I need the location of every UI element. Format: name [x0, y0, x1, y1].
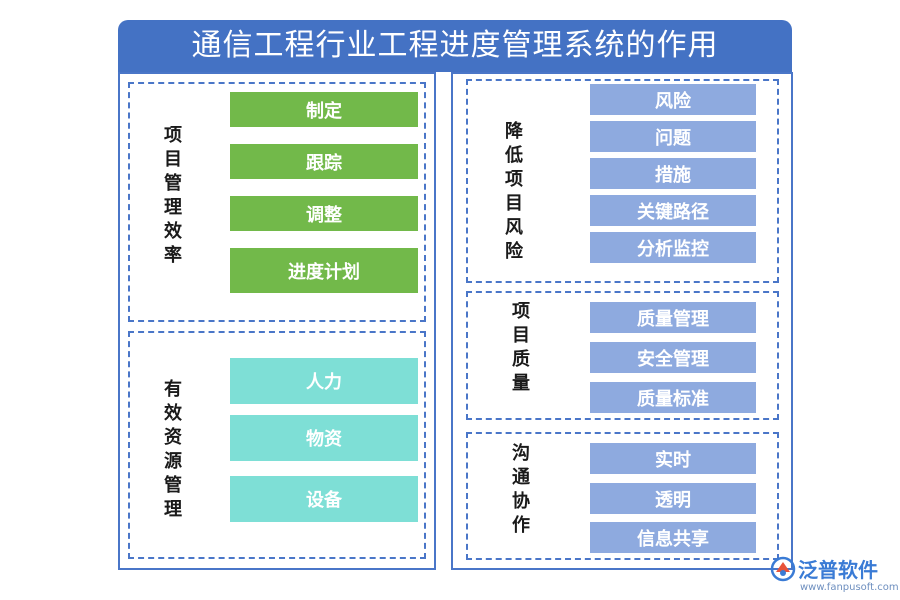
resource-item-equipment: 设备: [230, 476, 418, 522]
risk-label: 降 低 项 目 风 险: [501, 120, 527, 264]
efficiency-item-formulate: 制定: [230, 92, 418, 127]
quality-label: 项 目 质 量: [508, 300, 534, 396]
brand-url: www.fanpusoft.com: [800, 582, 899, 593]
collaboration-label-char: 协: [512, 491, 530, 512]
collaboration-section: [466, 432, 779, 560]
efficiency-label-char: 项: [164, 125, 182, 146]
brand-name: 泛普软件: [798, 558, 878, 582]
efficiency-label-char: 率: [164, 245, 182, 266]
resource-item-materials: 物资: [230, 415, 418, 461]
page-title: 通信工程行业工程进度管理系统的作用: [118, 20, 792, 72]
brand-logo: 泛普软件 www.fanpusoft.com: [768, 552, 899, 598]
resource-label-char: 资: [164, 427, 182, 448]
quality-item-quality-standard: 质量标准: [590, 382, 756, 413]
resource-item-manpower: 人力: [230, 358, 418, 404]
resource-label-char: 理: [164, 499, 182, 520]
efficiency-section: [128, 82, 426, 322]
quality-label-char: 目: [512, 325, 530, 346]
risk-item-measures: 措施: [590, 158, 756, 189]
collaboration-label: 沟 通 协 作: [508, 442, 534, 538]
quality-section: [466, 291, 779, 420]
collaboration-item-transparent: 透明: [590, 483, 756, 514]
resource-label-char: 有: [164, 379, 182, 400]
quality-label-char: 量: [512, 373, 530, 394]
quality-label-char: 项: [512, 301, 530, 322]
resource-label: 有 效 资 源 管 理: [160, 378, 186, 522]
risk-item-risk: 风险: [590, 84, 756, 115]
quality-label-char: 质: [512, 349, 530, 370]
quality-item-quality-management: 质量管理: [590, 302, 756, 333]
efficiency-label: 项 目 管 理 效 率: [160, 124, 186, 268]
efficiency-label-char: 效: [164, 221, 182, 242]
efficiency-label-char: 理: [164, 197, 182, 218]
resource-label-char: 效: [164, 403, 182, 424]
efficiency-label-char: 目: [164, 149, 182, 170]
risk-label-char: 目: [505, 193, 523, 214]
collaboration-label-char: 通: [512, 467, 530, 488]
risk-label-char: 风: [505, 217, 523, 238]
efficiency-item-adjust: 调整: [230, 196, 418, 231]
risk-item-issue: 问题: [590, 121, 756, 152]
risk-label-char: 降: [505, 121, 523, 142]
risk-label-char: 项: [505, 169, 523, 190]
collaboration-item-info-sharing: 信息共享: [590, 522, 756, 553]
efficiency-label-char: 管: [164, 173, 182, 194]
collaboration-label-char: 沟: [512, 443, 530, 464]
efficiency-item-schedule-plan: 进度计划: [230, 248, 418, 293]
collaboration-label-char: 作: [512, 515, 530, 536]
resource-label-char: 源: [164, 451, 182, 472]
resource-label-char: 管: [164, 475, 182, 496]
collaboration-item-realtime: 实时: [590, 443, 756, 474]
risk-item-critical-path: 关键路径: [590, 195, 756, 226]
resource-section: [128, 331, 426, 559]
risk-section: [466, 79, 779, 283]
risk-item-analysis-monitoring: 分析监控: [590, 232, 756, 263]
quality-item-safety-management: 安全管理: [590, 342, 756, 373]
risk-label-char: 险: [505, 241, 523, 262]
brand-logo-icon: [770, 556, 796, 582]
efficiency-item-track: 跟踪: [230, 144, 418, 179]
risk-label-char: 低: [505, 145, 523, 166]
